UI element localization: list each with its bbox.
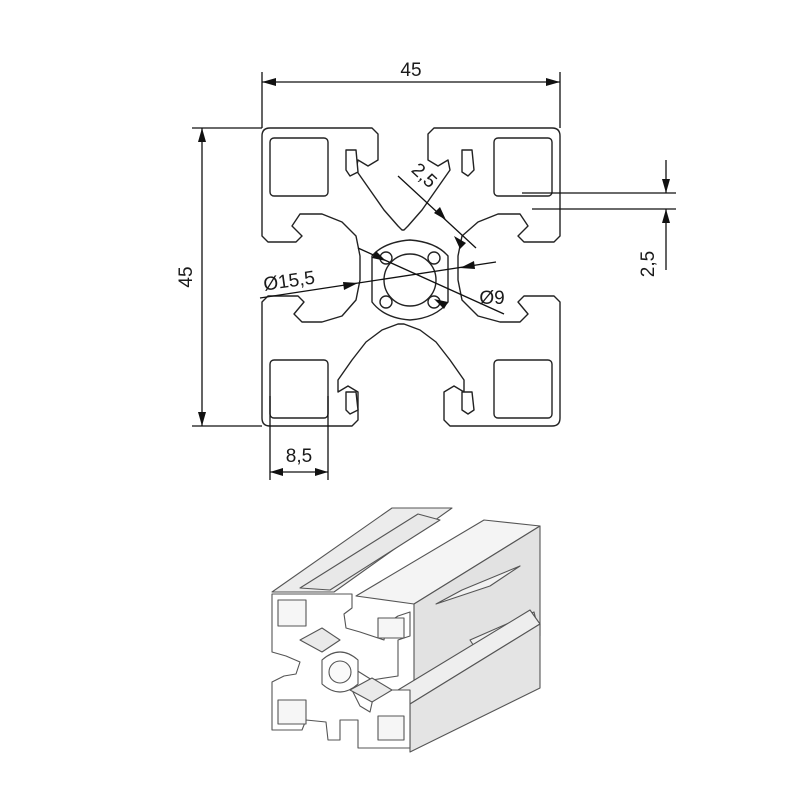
isometric-view: [271, 507, 541, 753]
dimension-height: 45: [176, 127, 262, 427]
height-label: 45: [176, 266, 197, 287]
dimension-width: 45: [261, 60, 561, 128]
inner-bore-label: Ø9: [479, 288, 504, 309]
corner-cavity-br: [493, 359, 553, 419]
slot-width-label: 8,5: [286, 446, 312, 467]
dimension-slot-width: 8,5: [269, 396, 329, 480]
slot-hook-top-left: [345, 149, 359, 177]
side-wall-label: 2,5: [638, 251, 659, 277]
bore-lobe-3: [379, 295, 393, 309]
slot-hook-bottom-right: [461, 391, 475, 415]
slot-hook-top-right: [461, 149, 475, 177]
center-bore-inner: [383, 253, 437, 307]
dimension-side-wall: 2,5: [522, 160, 676, 277]
outer-bore-label: Ø15,5: [262, 268, 316, 296]
width-label: 45: [400, 60, 421, 81]
slot-hook-bottom-left: [345, 391, 359, 415]
bore-lobe-2: [427, 251, 441, 265]
corner-cavity-tl: [269, 137, 329, 197]
corner-cavity-bl: [269, 359, 329, 419]
front-view: [261, 127, 561, 427]
dimension-inner-bore: Ø9: [357, 247, 505, 315]
corner-cavity-tr: [493, 137, 553, 197]
